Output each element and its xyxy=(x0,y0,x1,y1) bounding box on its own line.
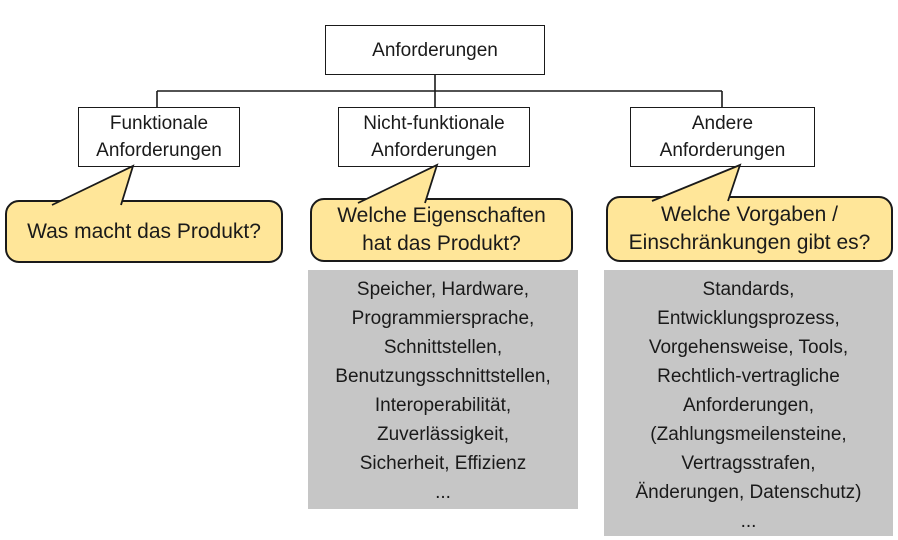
root-node-anforderungen: Anforderungen xyxy=(325,25,545,75)
node-nicht-funktionale-anforderungen: Nicht-funktionale Anforderungen xyxy=(338,107,530,167)
tree-connector-lines xyxy=(156,75,723,107)
node-label: Andere Anforderungen xyxy=(659,113,786,161)
question-bubble-andere: Welche Vorgaben / Einschränkungen gibt e… xyxy=(606,196,893,262)
examples-text: Standards, Entwicklungsprozess, Vorgehen… xyxy=(635,279,862,532)
question-bubble-nicht-funktional: Welche Eigenschaften hat das Produkt? xyxy=(310,198,573,262)
examples-box-nicht-funktional: Speicher, Hardware, Programmiersprache, … xyxy=(308,270,578,509)
node-funktionale-anforderungen: Funktionale Anforderungen xyxy=(78,107,240,167)
node-andere-anforderungen: Andere Anforderungen xyxy=(630,107,815,167)
examples-text: Speicher, Hardware, Programmiersprache, … xyxy=(335,279,551,503)
node-label: Funktionale Anforderungen xyxy=(96,113,222,161)
question-text: Welche Eigenschaften hat das Produkt? xyxy=(337,204,546,255)
node-label: Nicht-funktionale Anforderungen xyxy=(363,113,505,161)
question-bubble-funktional: Was macht das Produkt? xyxy=(5,200,283,263)
question-text: Welche Vorgaben / Einschränkungen gibt e… xyxy=(628,203,871,254)
question-text: Was macht das Produkt? xyxy=(27,219,261,243)
root-node-label: Anforderungen xyxy=(372,39,498,61)
examples-box-andere: Standards, Entwicklungsprozess, Vorgehen… xyxy=(604,270,893,536)
